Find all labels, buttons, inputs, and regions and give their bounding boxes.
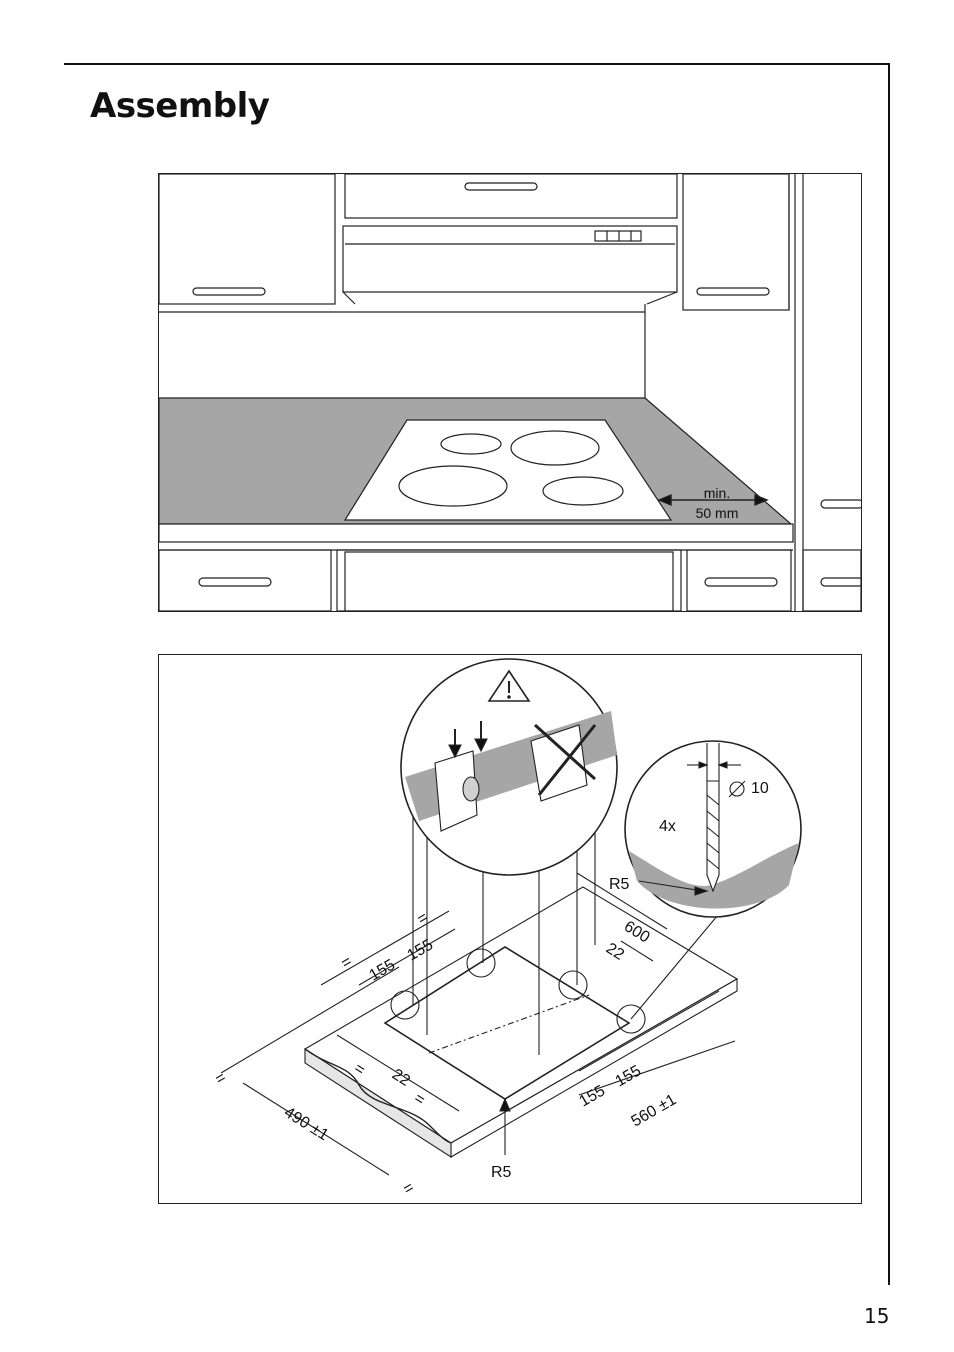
equal-sign-2: = <box>415 909 432 928</box>
kitchen-installation-figure: min. 50 mm <box>158 173 862 612</box>
offset-bottom-label: 22 <box>389 1066 413 1090</box>
center-wall-cabinet <box>344 174 678 219</box>
bracket-positions <box>390 948 646 1034</box>
equal-sign-1: = <box>339 953 356 972</box>
drill-detail-magnifier <box>624 740 802 918</box>
right-margin-rule <box>888 63 890 1285</box>
bracket-count-label: 4x <box>659 818 676 835</box>
spacing-bottom-b-label: 155 <box>613 1062 645 1090</box>
page-number: 15 <box>864 1304 890 1328</box>
cutout-depth-label: 490 ±1 <box>281 1104 331 1144</box>
left-wall-cabinet <box>159 174 336 305</box>
hob-cooktop <box>343 419 673 521</box>
distance-label-value: 50 mm <box>696 505 739 521</box>
base-cabinets <box>159 549 861 611</box>
radius-bottom-label: R5 <box>491 1164 512 1181</box>
bracket-detail-magnifier <box>400 658 618 876</box>
equal-sign-6: = <box>401 1179 418 1198</box>
diameter-label: 10 <box>751 780 769 797</box>
distance-label-min: min. <box>704 485 730 501</box>
spacing-top-b-label: 155 <box>405 936 437 964</box>
offset-top-label: 22 <box>603 940 627 964</box>
right-wall-cabinet <box>682 174 861 611</box>
page-title: Assembly <box>90 86 270 126</box>
equal-sign-3: = <box>213 1069 230 1088</box>
top-rule <box>64 63 890 65</box>
hob-cutout <box>383 946 631 1100</box>
radius-top-label: R5 <box>609 876 630 893</box>
cutout-dimensions-figure: 10 4x R5 R5 600 22 22 155 155 155 155 56… <box>158 654 862 1204</box>
spacing-top-a-label: 155 <box>367 956 399 984</box>
min-distance-arrow <box>657 493 769 507</box>
cutout-width-label: 560 ±1 <box>629 1091 680 1130</box>
extractor-hood <box>342 225 678 305</box>
